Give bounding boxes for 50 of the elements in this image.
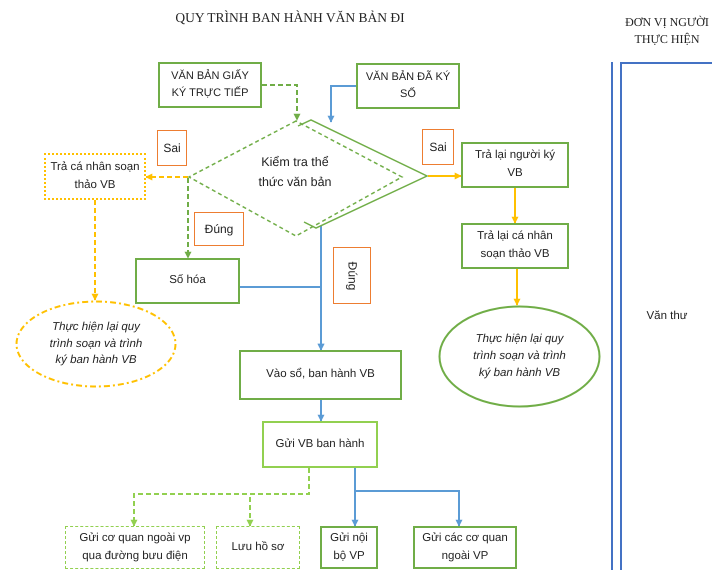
node-text: VĂN BẢN ĐÃ KÝ SỐ — [364, 69, 452, 102]
process-box — [320, 526, 378, 569]
edge-label: Sai — [422, 129, 454, 165]
node-text: Kiểm tra thể thức văn bản — [258, 154, 332, 190]
process-box — [158, 62, 262, 108]
arrow — [145, 174, 188, 180]
process-box — [356, 63, 460, 109]
process-box — [216, 526, 300, 569]
node-text: Trả lại cá nhân soạn thảo VB — [476, 229, 554, 262]
process-box — [65, 526, 205, 569]
process-box — [413, 526, 517, 569]
process-box — [44, 153, 146, 200]
process-box — [461, 142, 569, 188]
process-box — [262, 421, 378, 468]
process-box — [239, 350, 402, 400]
edge-label: Đúng — [333, 247, 371, 304]
process-ellipse — [15, 300, 177, 388]
arrow — [328, 85, 356, 123]
swimlane — [620, 62, 712, 570]
process-box — [461, 223, 569, 269]
node-text: Gửi cơ quan ngoài vp qua đường bưu điện — [78, 530, 192, 564]
arrow — [246, 468, 310, 527]
lane-header: ĐƠN VỊ NGƯỜI THỰC HIỆN — [624, 14, 710, 48]
node-text: Gửi VB ban hành — [274, 436, 366, 452]
arrow — [92, 200, 98, 301]
node-text: Trả lại người ký VB — [474, 148, 556, 181]
edge-label: Đúng — [194, 212, 244, 246]
node-text: Lưu hồ sơ — [230, 540, 286, 555]
arrow — [514, 269, 520, 306]
node-text: Thực hiện lại quy trình soạn và trình ký ban hành VB — [472, 332, 567, 381]
arrow — [354, 468, 462, 527]
node-text: Văn thư — [646, 309, 688, 324]
node-text: Trả cá nhân soạn thảo VB — [49, 160, 141, 192]
node-text: Số hóa — [168, 273, 207, 288]
arrow — [428, 172, 462, 180]
arrow — [318, 400, 324, 422]
edge-label: Sai — [157, 130, 187, 166]
node-text: Gửi nội bộ VP — [329, 530, 369, 564]
node-text: Gửi các cơ quan ngoài VP — [421, 530, 509, 564]
node-text: Thực hiện lại quy trình soạn và trình ký ban hành VB — [48, 320, 144, 368]
process-box — [135, 258, 240, 304]
arrow — [184, 178, 192, 259]
arrow — [262, 84, 300, 121]
arrow — [240, 286, 324, 351]
node-text: VĂN BẢN GIẤY KÝ TRỰC TIẾP — [170, 68, 250, 101]
decision-diamond — [188, 120, 428, 237]
arrow — [512, 188, 518, 224]
diagram-title: QUY TRÌNH BAN HÀNH VĂN BẢN ĐI — [174, 10, 406, 26]
node-text: Vào sổ, ban hành VB — [265, 366, 376, 382]
process-ellipse — [438, 305, 601, 408]
